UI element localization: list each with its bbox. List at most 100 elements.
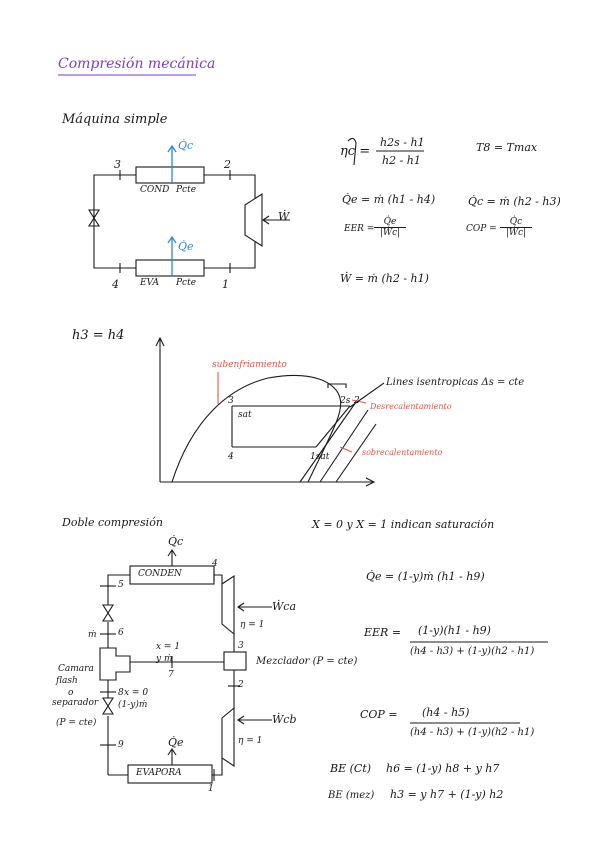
- ym-label: y ṁ: [156, 654, 173, 664]
- doble-eer-denominator: (h4 - h3) + (1-y)(h2 - h1): [410, 646, 535, 657]
- evaporator-box: [135, 259, 205, 277]
- pcte-bottom-label: Pcte: [176, 278, 197, 288]
- qe-equation: Q̇e = ṁ (h1 - h4): [342, 193, 436, 206]
- separador-label: separador: [52, 698, 99, 708]
- eer-fraction: Q̇e |Ẇc|: [374, 217, 406, 238]
- simple-w-label: Ẇ: [278, 210, 290, 223]
- eta-numerator: h2s - h1: [380, 136, 425, 149]
- ph-point-2: 2: [354, 396, 360, 406]
- mixer-box: [223, 651, 247, 671]
- doble-qc-label: Q̇c: [168, 535, 184, 548]
- valve-2a: [102, 697, 114, 708]
- ph-annotations: [217, 372, 367, 453]
- simple-qc-label: Q̇c: [178, 139, 194, 152]
- eva-label: EVA: [140, 278, 159, 288]
- simple-qe-label: Q̇e: [178, 240, 194, 253]
- simple-circuit: [88, 166, 290, 277]
- double-circuit: [99, 549, 548, 784]
- eer-denominator: |Ẇc|: [379, 228, 401, 238]
- eer-lhs: EER =: [344, 224, 375, 234]
- be-ct-label: BE (Ct): [330, 762, 372, 775]
- doble-node-8: 8: [118, 688, 124, 698]
- valve-1a: [102, 604, 114, 615]
- conden-label: CONDEN: [138, 569, 182, 579]
- be-mez-equation: h3 = y h7 + (1-y) h2: [390, 788, 504, 801]
- w-equation: Ẇ = ṁ (h2 - h1): [340, 272, 429, 285]
- simple-node-3: 3: [114, 158, 121, 171]
- wcb-label: Ẇcb: [272, 713, 297, 726]
- be-mez-label: BE (mez): [328, 790, 375, 801]
- doble-eer-numerator: (1-y)(h1 - h9): [418, 624, 491, 637]
- h3-h4-equation: h3 = h4: [72, 328, 125, 343]
- valve-2b: [102, 704, 114, 715]
- compressor-a: [221, 574, 235, 636]
- p-cte-label: (P = cte): [56, 718, 97, 728]
- x0-label: x = 0: [124, 688, 149, 698]
- o-label: o: [68, 688, 74, 698]
- eer-numerator: Q̇e: [374, 217, 406, 228]
- doble-node-6: 6: [118, 628, 124, 638]
- doble-node-7: 7: [168, 670, 174, 680]
- ph-point-2s: 2s: [340, 396, 351, 406]
- doble-node-1: 1: [208, 784, 214, 794]
- flash-chamber: [99, 647, 131, 681]
- valve-bottom: [88, 216, 100, 227]
- evapora-label: EVAPORA: [136, 768, 182, 778]
- cond-label: COND: [140, 185, 170, 195]
- wca-label: Ẇca: [272, 600, 297, 613]
- doble-cop-denominator: (h4 - h3) + (1-y)(h2 - h1): [410, 727, 535, 738]
- saturation-note: X = 0 y X = 1 indican saturación: [312, 518, 495, 531]
- simple-node-1: 1: [222, 278, 229, 291]
- isentropic-lines-label: Lines isentropicas Δs = cte: [386, 377, 525, 388]
- isentropic-pointer: [349, 382, 385, 408]
- evaporator-box-2: [127, 764, 213, 784]
- eta-denominator: h2 - h1: [382, 154, 421, 167]
- cop-denominator: |Ẇc|: [505, 228, 527, 238]
- simple-node-4: 4: [112, 278, 119, 291]
- page-title: Compresión mecánica: [58, 56, 216, 72]
- ph-diagram: [155, 336, 377, 487]
- doble-node-5: 5: [118, 580, 124, 590]
- condenser-box: [135, 166, 205, 184]
- doble-node-2: 2: [238, 680, 244, 690]
- doble-qe-equation: Q̇e = (1-y)ṁ (h1 - h9): [366, 570, 485, 583]
- eta-symbol: ηc =: [340, 144, 371, 159]
- ph-point-3: 3: [228, 396, 234, 406]
- mdot-label: ṁ: [88, 630, 97, 640]
- heat-arrows: [167, 144, 177, 276]
- qc-equation: Q̇c = ṁ (h2 - h3): [468, 195, 561, 208]
- ph-point-1: 1sat: [310, 452, 330, 462]
- valve-top: [88, 209, 100, 220]
- be-ct-equation: h6 = (1-y) h8 + y h7: [386, 762, 500, 775]
- flash-label: flash: [56, 676, 78, 686]
- ph-point-4: 4: [228, 452, 234, 462]
- doble-qe-label: Q̇e: [168, 736, 184, 749]
- simple-heading: Máquina simple: [62, 112, 168, 127]
- doble-node-9: 9: [118, 740, 124, 750]
- eta-b-label: η = 1: [238, 736, 263, 746]
- subenfriamiento-label: subenfriamiento: [212, 360, 287, 370]
- eta-a-label: η = 1: [240, 620, 265, 630]
- doble-heading: Doble compresión: [62, 516, 163, 529]
- compressor-shape: [244, 192, 263, 248]
- x1-label: x = 1: [156, 642, 181, 652]
- desrecalentamiento-label: Desrecalentamiento: [370, 402, 452, 411]
- doble-eer-lhs: EER =: [364, 626, 402, 639]
- valve-1b: [102, 611, 114, 622]
- sat-label: sat: [238, 410, 252, 420]
- simple-node-2: 2: [224, 158, 231, 171]
- mezclador-label: Mezclador (P = cte): [256, 656, 358, 667]
- doble-cop-lhs: COP =: [360, 708, 398, 721]
- pcte-top-label: Pcte: [176, 185, 197, 195]
- cop-numerator: Q̇c: [500, 217, 532, 228]
- t8-equation: T8 = Tmax: [476, 141, 538, 154]
- one-minus-y-m-label: (1-y)ṁ: [118, 700, 148, 710]
- doble-cop-numerator: (h4 - h5): [422, 706, 470, 719]
- sobrecalentamiento-label: sobrecalentamiento: [362, 448, 443, 457]
- doble-node-4: 4: [212, 559, 218, 569]
- camara-label: Camara: [58, 664, 94, 674]
- cop-lhs: COP =: [466, 224, 497, 234]
- compressor-b: [221, 706, 235, 768]
